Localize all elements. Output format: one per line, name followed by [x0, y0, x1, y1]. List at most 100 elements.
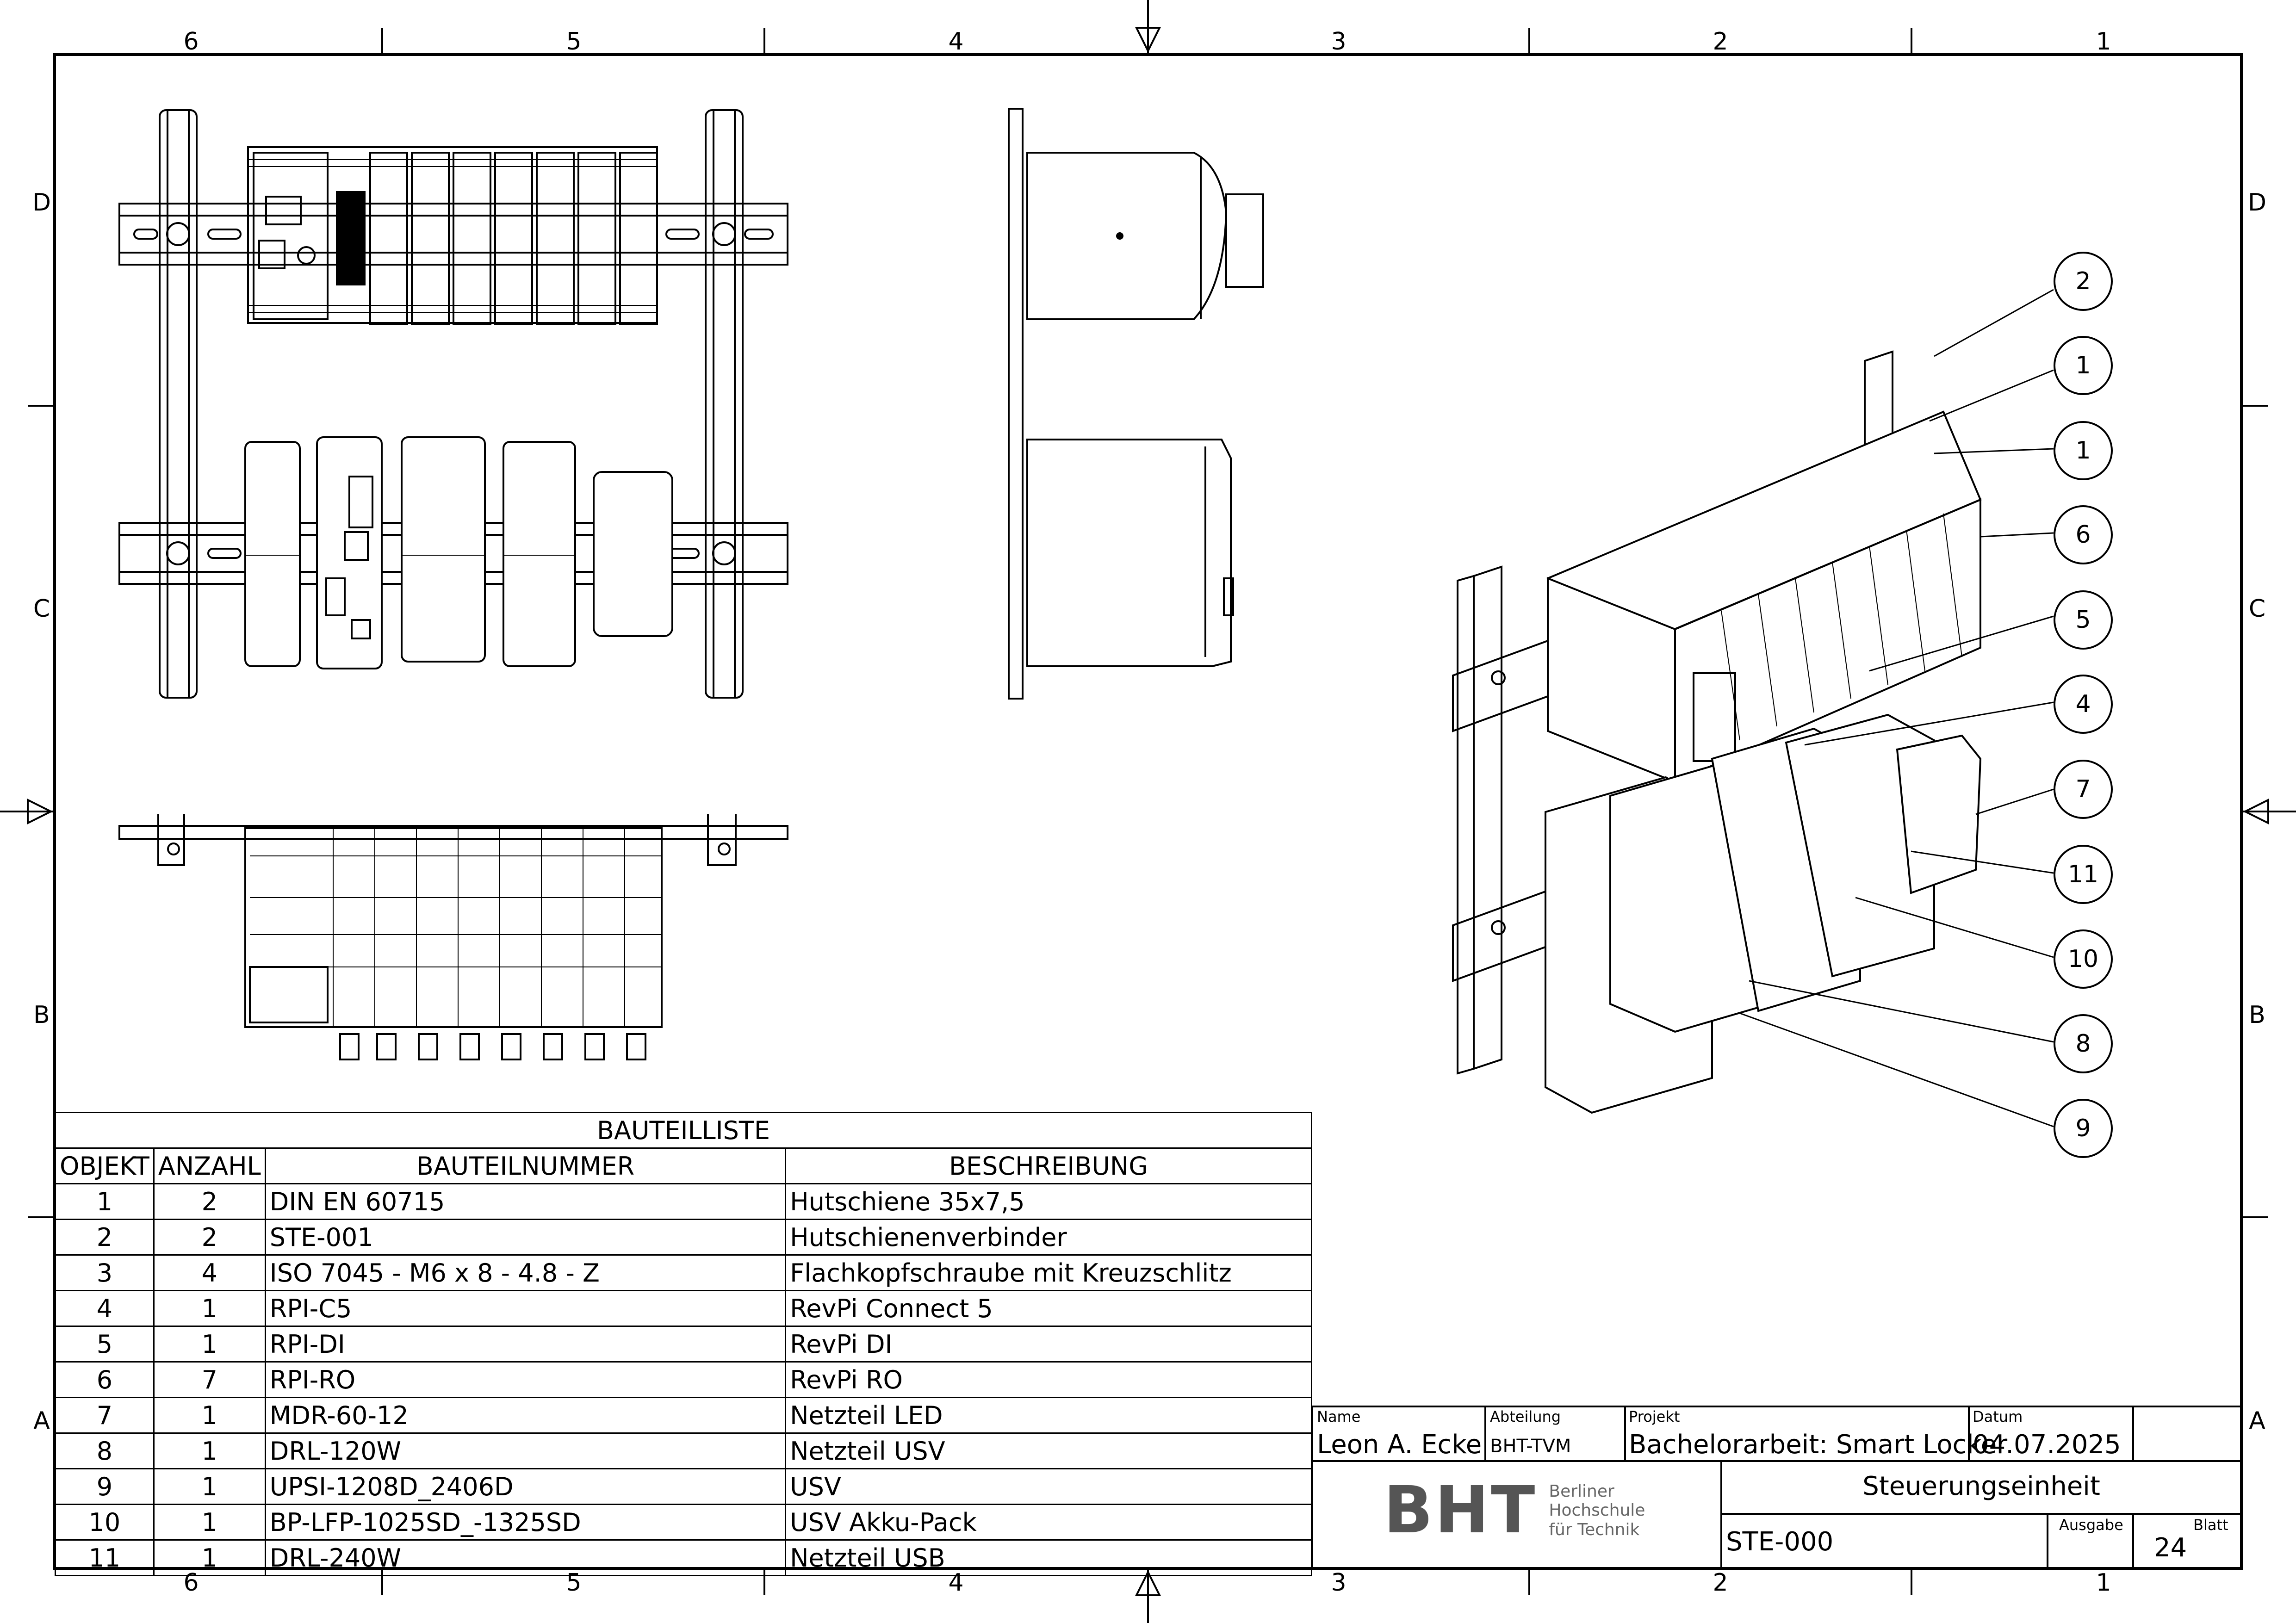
zone-col-4-top: 4 — [948, 28, 964, 56]
cell-objekt: 2 — [55, 1219, 155, 1256]
balloon-item-1a: 1 — [2054, 336, 2113, 395]
balloon-item-7: 7 — [2054, 760, 2113, 819]
cell-bauteilnummer: RPI-DI — [264, 1326, 787, 1363]
cell-beschreibung: USV Akku-Pack — [785, 1504, 1312, 1541]
bht-logo: BHT Berliner Hochschule für Technik — [1384, 1476, 1645, 1545]
zone-col-2-bottom: 2 — [1713, 1569, 1728, 1597]
cell-beschreibung: Netzteil USV — [785, 1432, 1312, 1469]
project-name: Bachelorarbeit: Smart Locker — [1629, 1430, 2008, 1460]
logo-line-2: Hochschule — [1549, 1501, 1645, 1520]
zone-row-d-left: D — [32, 189, 51, 217]
column-header-anzahl: ANZAHL — [153, 1147, 266, 1184]
column-header-objekt: OBJEKT — [55, 1147, 155, 1184]
cell-beschreibung: RevPi DI — [785, 1326, 1312, 1363]
parts-list-title: BAUTEILLISTE — [55, 1112, 1312, 1149]
drawing-number: STE-000 — [1726, 1527, 1834, 1557]
cell-beschreibung: USV — [785, 1468, 1312, 1505]
cell-anzahl: 4 — [153, 1254, 266, 1291]
cell-bauteilnummer: MDR-60-12 — [264, 1397, 787, 1434]
cell-anzahl: 1 — [153, 1397, 266, 1434]
top-view — [118, 814, 788, 1060]
cell-anzahl: 1 — [153, 1468, 266, 1505]
parts-list-table: BAUTEILLISTE OBJEKT ANZAHL BAUTEILNUMMER… — [55, 1112, 1312, 1576]
cell-objekt: 7 — [55, 1397, 155, 1434]
zone-col-6-top: 6 — [183, 28, 199, 56]
balloon-item-8: 8 — [2054, 1014, 2113, 1073]
zone-row-a-right: A — [2249, 1407, 2265, 1435]
logo-wordmark: BHT — [1384, 1473, 1537, 1548]
cell-objekt: 4 — [55, 1290, 155, 1327]
zone-row-b-left: B — [33, 1001, 50, 1029]
title-block-frame — [1311, 1406, 2242, 1569]
cell-bauteilnummer: UPSI-1208D_2406D — [264, 1468, 787, 1505]
cell-bauteilnummer: ISO 7045 - M6 x 8 - 4.8 - Z — [264, 1254, 787, 1291]
cell-beschreibung: Flachkopfschraube mit Kreuzschlitz — [785, 1254, 1312, 1291]
side-view — [1008, 108, 1264, 700]
zone-col-3-bottom: 3 — [1331, 1569, 1347, 1597]
balloon-item-9: 9 — [2054, 1099, 2113, 1158]
cell-objekt: 10 — [55, 1504, 155, 1541]
cell-bauteilnummer: STE-001 — [264, 1219, 787, 1256]
cell-anzahl: 2 — [153, 1183, 266, 1220]
cell-objekt: 6 — [55, 1361, 155, 1398]
front-view-top — [118, 109, 788, 699]
cell-beschreibung: Hutschienenverbinder — [785, 1219, 1312, 1256]
zone-col-5-top: 5 — [566, 28, 582, 56]
zone-row-c-left: C — [33, 595, 50, 623]
cell-anzahl: 7 — [153, 1361, 266, 1398]
drawing-title: Steuerungseinheit — [1862, 1471, 2100, 1501]
cell-anzahl: 1 — [153, 1432, 266, 1469]
cell-objekt: 3 — [55, 1254, 155, 1291]
cell-beschreibung: RevPi RO — [785, 1361, 1312, 1398]
balloon-item-6: 6 — [2054, 505, 2113, 564]
leader-lines — [1739, 289, 2054, 1127]
author-name: Leon A. Ecke — [1317, 1430, 1482, 1460]
cell-bauteilnummer: DIN EN 60715 — [264, 1183, 787, 1220]
cell-objekt: 8 — [55, 1432, 155, 1469]
isometric-view — [1452, 350, 1982, 1114]
balloon-item-1b: 1 — [2054, 421, 2113, 480]
ausgabe-label: Ausgabe — [2059, 1516, 2123, 1534]
cell-anzahl: 1 — [153, 1504, 266, 1541]
column-header-beschreibung: BESCHREIBUNG — [785, 1147, 1312, 1184]
cell-objekt: 5 — [55, 1326, 155, 1363]
cell-beschreibung: RevPi Connect 5 — [785, 1290, 1312, 1327]
zone-row-a-left: A — [33, 1407, 50, 1435]
balloon-item-5: 5 — [2054, 590, 2113, 650]
abteilung-label: Abteilung — [1490, 1408, 1561, 1425]
zone-col-3-top: 3 — [1331, 28, 1347, 56]
name-label: Name — [1317, 1408, 1361, 1425]
cell-bauteilnummer: DRL-240W — [264, 1539, 787, 1576]
cell-objekt: 9 — [55, 1468, 155, 1505]
zone-row-b-right: B — [2249, 1001, 2265, 1029]
cell-anzahl: 2 — [153, 1219, 266, 1256]
cell-objekt: 11 — [55, 1539, 155, 1576]
zone-col-1-bottom: 1 — [2096, 1569, 2111, 1597]
cell-bauteilnummer: BP-LFP-1025SD_-1325SD — [264, 1504, 787, 1541]
balloon-item-2: 2 — [2054, 252, 2113, 311]
cell-bauteilnummer: DRL-120W — [264, 1432, 787, 1469]
column-header-bauteilnummer: BAUTEILNUMMER — [264, 1147, 787, 1184]
zone-row-c-right: C — [2248, 595, 2266, 623]
cell-objekt: 1 — [55, 1183, 155, 1220]
zone-col-1-top: 1 — [2096, 28, 2111, 56]
cell-bauteilnummer: RPI-C5 — [264, 1290, 787, 1327]
blatt-label: Blatt — [2193, 1516, 2228, 1534]
cell-beschreibung: Netzteil USB — [785, 1539, 1312, 1576]
sheet-number: 24 — [2154, 1533, 2187, 1563]
balloon-item-4: 4 — [2054, 675, 2113, 734]
relay-modules — [369, 152, 658, 325]
logo-line-3: für Technik — [1549, 1520, 1640, 1539]
logo-line-1: Berliner — [1549, 1481, 1614, 1501]
